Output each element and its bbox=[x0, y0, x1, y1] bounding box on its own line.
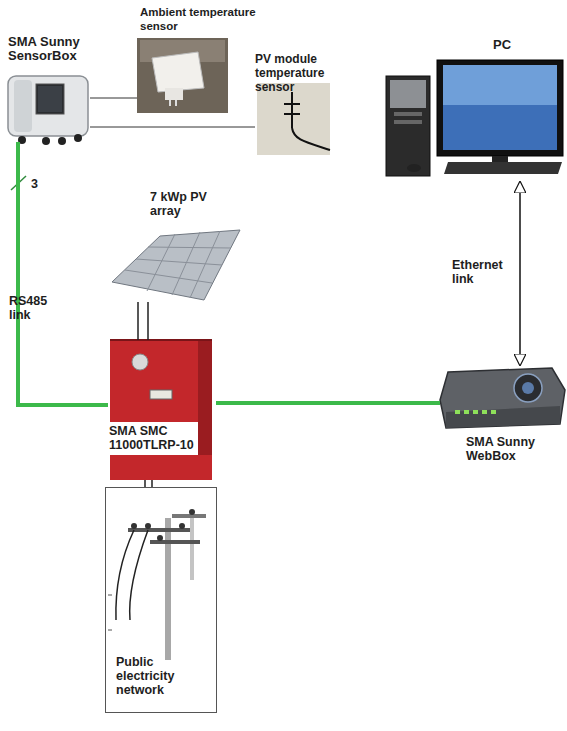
module-sensor-photo-part bbox=[284, 103, 300, 105]
pc-illustration-part bbox=[386, 76, 430, 176]
connector-line bbox=[90, 98, 137, 99]
webbox-illustration-part bbox=[455, 410, 460, 414]
pc-illustration-part bbox=[492, 156, 508, 162]
network-illustration-part bbox=[108, 630, 112, 631]
webbox-illustration-part bbox=[514, 374, 542, 402]
node-label: 7 kWp PV array bbox=[150, 190, 230, 218]
network-illustration-part bbox=[131, 523, 137, 529]
ambient-sensor-photo-part bbox=[175, 100, 177, 106]
network-node: Public electricity network bbox=[105, 487, 217, 713]
inverter-illustration bbox=[110, 340, 212, 480]
callout-number: 3 bbox=[31, 177, 38, 191]
webbox-illustration bbox=[440, 368, 565, 428]
pv-array-illustration-part bbox=[148, 247, 231, 248]
network-illustration bbox=[108, 509, 206, 660]
inverter-illustration-part bbox=[150, 390, 172, 399]
sensorbox-device-part bbox=[36, 84, 64, 114]
connector-line bbox=[519, 182, 521, 365]
node-label: Ambient temperature sensor bbox=[140, 5, 258, 33]
connector-line bbox=[145, 480, 152, 487]
network-illustration-part bbox=[145, 523, 151, 529]
inverter-illustration-part bbox=[132, 354, 148, 370]
connector-line bbox=[90, 127, 255, 128]
network-illustration-part bbox=[157, 535, 163, 541]
cable-count-slash-part bbox=[11, 176, 26, 190]
network-illustration-part bbox=[190, 510, 194, 580]
sensorbox-device-part bbox=[38, 86, 62, 112]
node-label: SMA SMC 11000TLRP-10 bbox=[109, 424, 215, 452]
webbox-illustration-part bbox=[446, 406, 560, 428]
node-label: PC bbox=[493, 38, 533, 52]
sensorbox-device-part bbox=[42, 137, 50, 145]
sensorbox-device-part bbox=[14, 80, 32, 132]
webbox-illustration-part bbox=[482, 410, 487, 414]
webbox-illustration-part bbox=[440, 368, 565, 428]
inverter-illustration-part bbox=[110, 340, 212, 422]
node-label: Public electricity network bbox=[116, 655, 212, 697]
network-illustration-part bbox=[150, 540, 200, 544]
pc-illustration-part bbox=[443, 65, 557, 150]
webbox-node: SMA Sunny WebBox bbox=[440, 365, 565, 462]
sensorbox-device-part bbox=[18, 136, 26, 144]
ambient-sensor-node: Ambient temperature sensor bbox=[137, 5, 232, 115]
ambient-sensor-photo-part bbox=[169, 100, 171, 106]
connector-line bbox=[138, 302, 148, 340]
sensorbox-device-part bbox=[74, 134, 82, 142]
pv-array-illustration bbox=[112, 230, 240, 300]
network-illustration-part bbox=[108, 595, 112, 596]
sensorbox-device-part bbox=[8, 76, 88, 136]
pv-array-illustration-part bbox=[112, 230, 240, 300]
pc-illustration-part bbox=[443, 65, 557, 105]
pc-illustration-part bbox=[394, 120, 422, 124]
network-illustration-part bbox=[189, 509, 195, 515]
pv-array-illustration-part bbox=[190, 231, 220, 298]
link-label: RS485 link bbox=[9, 294, 59, 322]
ambient-sensor-photo-part bbox=[165, 88, 183, 100]
sensorbox-device-part bbox=[58, 137, 66, 145]
module-sensor-photo-part bbox=[292, 128, 330, 150]
webbox-illustration-part bbox=[491, 410, 496, 414]
pc-illustration-part bbox=[394, 112, 422, 116]
cable-count-slash bbox=[11, 176, 26, 190]
node-label: PV module temperature sensor bbox=[255, 52, 347, 94]
network-illustration-part bbox=[172, 514, 206, 518]
network-illustration-part bbox=[165, 518, 171, 660]
network-illustration-part bbox=[179, 523, 185, 529]
network-illustration-part bbox=[116, 530, 134, 620]
connector-line bbox=[216, 401, 440, 405]
pc-illustration-part bbox=[444, 162, 562, 174]
ambient-sensor-photo bbox=[137, 38, 228, 113]
pv-array-illustration-part bbox=[125, 270, 212, 283]
pc-node: PC bbox=[383, 38, 565, 182]
pv-array-node: 7 kWp PV array bbox=[108, 190, 243, 302]
sensorbox-node: SMA Sunny SensorBox bbox=[5, 35, 90, 142]
inverter-illustration-part bbox=[110, 339, 212, 341]
pc-illustration-part bbox=[407, 164, 421, 172]
pv-array-illustration-part bbox=[136, 259, 222, 265]
pc-illustration bbox=[386, 60, 563, 176]
inverter-node: SMA SMC 11000TLRP-10 bbox=[108, 340, 216, 480]
module-sensor-photo-part bbox=[291, 92, 293, 128]
connector-line bbox=[18, 142, 108, 405]
ambient-sensor-photo-part bbox=[137, 38, 228, 113]
sensorbox-device bbox=[8, 76, 88, 145]
module-sensor-node: PV module temperature sensor bbox=[255, 52, 347, 156]
ambient-sensor-photo-part bbox=[152, 52, 204, 92]
webbox-illustration-part bbox=[473, 410, 478, 414]
network-illustration-part bbox=[130, 530, 148, 620]
webbox-illustration-part bbox=[464, 410, 469, 414]
node-label: SMA Sunny SensorBox bbox=[8, 35, 92, 63]
webbox-illustration-part bbox=[522, 382, 534, 394]
link-label: Ethernet link bbox=[452, 258, 524, 286]
module-sensor-photo-part bbox=[284, 113, 300, 115]
inverter-illustration-part bbox=[110, 455, 212, 480]
node-label: SMA Sunny WebBox bbox=[466, 435, 566, 463]
pc-illustration-part bbox=[437, 60, 563, 156]
pc-illustration-part bbox=[390, 80, 426, 108]
pv-array-illustration-part bbox=[147, 234, 175, 291]
